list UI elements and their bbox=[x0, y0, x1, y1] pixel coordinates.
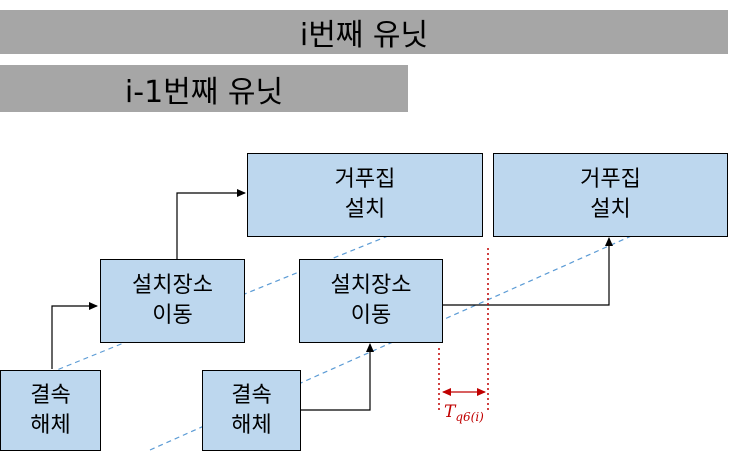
box-prev-install-line1: 거푸집 bbox=[334, 167, 396, 192]
box-prev-move: 설치장소 이동 bbox=[100, 259, 245, 343]
time-interval-label: Tq6(i) bbox=[444, 402, 484, 424]
connector-cur-dismantle-to-move bbox=[301, 343, 374, 411]
connector-prev-move-to-install bbox=[176, 189, 246, 259]
time-label-subscript: q6(i) bbox=[455, 410, 484, 424]
box-cur-install-line2: 설치 bbox=[590, 197, 631, 222]
box-prev-dismantle-line2: 해체 bbox=[30, 412, 71, 438]
connector-cur-move-to-install bbox=[443, 237, 613, 306]
box-prev-dismantle: 결속 해체 bbox=[0, 370, 101, 451]
time-label-base: T bbox=[444, 402, 456, 422]
banner-current-unit: i번째 유닛 bbox=[0, 10, 728, 54]
box-cur-move-line2: 이동 bbox=[350, 303, 392, 328]
box-prev-dismantle-line1: 결속 bbox=[30, 382, 71, 408]
box-prev-install: 거푸집 설치 bbox=[247, 153, 483, 237]
box-cur-install: 거푸집 설치 bbox=[493, 153, 728, 237]
box-prev-move-line2: 이동 bbox=[152, 303, 193, 328]
banner-current-unit-label: i번째 유닛 bbox=[299, 18, 429, 53]
box-cur-dismantle-line2: 해체 bbox=[231, 412, 272, 438]
box-cur-install-line1: 거푸집 bbox=[580, 167, 641, 192]
box-cur-dismantle-line1: 결속 bbox=[231, 382, 272, 408]
box-cur-move-line1: 설치장소 bbox=[330, 273, 412, 298]
box-prev-install-line2: 설치 bbox=[344, 197, 386, 222]
box-cur-move: 설치장소 이동 bbox=[299, 259, 443, 343]
banner-previous-unit: i-1번째 유닛 bbox=[0, 65, 408, 112]
banner-previous-unit-label: i-1번째 유닛 bbox=[124, 74, 284, 110]
box-cur-dismantle: 결속 해체 bbox=[202, 370, 301, 451]
connector-prev-dismantle-to-move bbox=[51, 302, 98, 369]
box-prev-move-line1: 설치장소 bbox=[132, 273, 213, 298]
